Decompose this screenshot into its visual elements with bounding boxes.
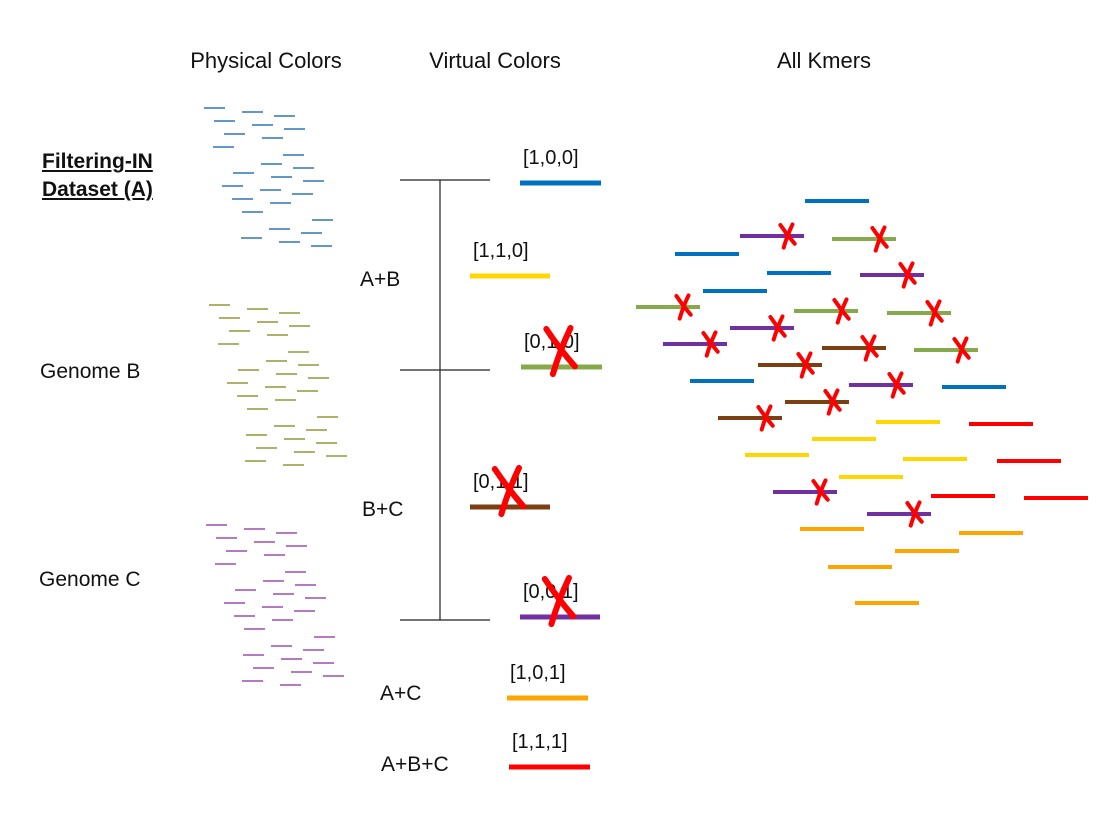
cross-icon [796, 351, 815, 379]
cross-icon [778, 222, 797, 250]
genome-c-label: Genome C [39, 568, 141, 591]
cross-stroke [759, 404, 773, 432]
cross-icon [674, 293, 693, 321]
cross-icon [768, 314, 787, 342]
genome-c-kmers [206, 524, 344, 686]
cross-icon [887, 371, 906, 399]
cross-stroke [955, 336, 969, 364]
cross-icon [543, 324, 578, 378]
header-all-kmers: All Kmers [776, 48, 872, 73]
cross-icon [811, 478, 830, 506]
cross-icon [823, 388, 842, 416]
combo-bc-label: B+C [362, 498, 404, 521]
cross-stroke [901, 261, 915, 289]
genome-b-label: Genome B [40, 360, 141, 383]
genome-a-kmers [204, 107, 333, 247]
cross-icon [898, 261, 917, 289]
combo-ab-label: A+B [360, 268, 401, 291]
tree [400, 179, 490, 621]
virtual-color-label: [1,0,0] [523, 147, 579, 169]
cross-stroke [771, 314, 785, 342]
cross-stroke [890, 371, 904, 399]
cross-stroke [781, 222, 795, 250]
header-physical-colors: Physical Colors [190, 48, 342, 73]
cross-icon [905, 500, 924, 528]
cross-stroke [704, 330, 718, 358]
cross-stroke [498, 464, 522, 518]
cross-stroke [814, 478, 828, 506]
cross-stroke [799, 351, 813, 379]
cross-icon [756, 404, 775, 432]
cross-icon [860, 334, 879, 362]
virtual-color-label: [1,0,1] [510, 662, 566, 684]
genome-a-label-line1: Filtering-IN [42, 150, 153, 173]
genome-b-kmers [209, 304, 347, 466]
cross-icon [832, 297, 851, 325]
genome-a-label-line2: Dataset (A) [42, 178, 153, 201]
combo-ac-label: A+C [380, 682, 422, 705]
cross-stroke [908, 500, 922, 528]
cross-icon [925, 299, 944, 327]
genome-a-label: Filtering-IN Dataset (A) [42, 148, 153, 204]
cross-stroke [677, 293, 691, 321]
cross-icon [491, 464, 527, 518]
combo-abc-label: A+B+C [381, 753, 449, 776]
cross-stroke [928, 299, 942, 327]
cross-icon [541, 574, 577, 628]
cross-stroke [548, 574, 572, 628]
virtual-color-label: [1,1,1] [512, 731, 568, 753]
cross-stroke [873, 225, 887, 253]
cross-stroke [549, 324, 574, 378]
cross-icon [701, 330, 720, 358]
header-virtual-colors: Virtual Colors [429, 48, 561, 73]
cross-stroke [835, 297, 849, 325]
cross-stroke [826, 388, 840, 416]
cross-icon [870, 225, 889, 253]
cross-icon [952, 336, 971, 364]
virtual-color-label: [1,1,0] [473, 240, 529, 262]
cross-stroke [863, 334, 877, 362]
